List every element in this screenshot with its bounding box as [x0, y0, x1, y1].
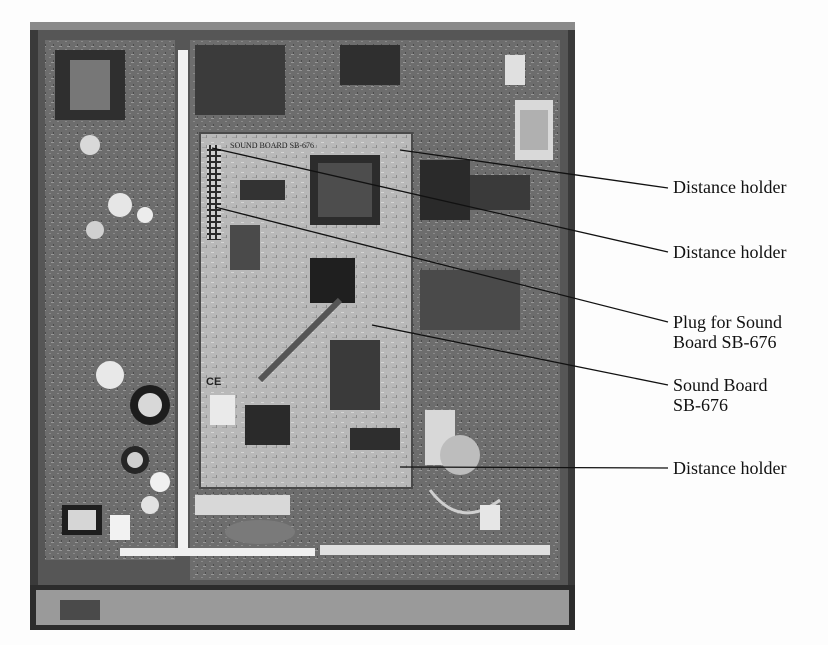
- ce-mark: CE: [206, 376, 221, 388]
- power-supply-board: [45, 40, 175, 560]
- leader-line-plug: [214, 206, 669, 323]
- shield-divider: [178, 50, 188, 550]
- callout-distance-holder-middle: Distance holder: [673, 242, 787, 262]
- callout-distance-holder-top: Distance holder: [673, 177, 787, 197]
- callout-sound-board-line-2: SB-676: [673, 395, 729, 415]
- leader-lines: [211, 147, 669, 469]
- leader-line-distance-holder-bottom: [399, 466, 669, 469]
- callout-distance-holder-bottom: Distance holder: [673, 458, 787, 478]
- leader-line-distance-holder-top: [399, 149, 669, 189]
- sound-board-sb-676: SOUND BOARD SB-676 CE: [199, 132, 413, 489]
- leader-line-sound-board: [371, 324, 669, 386]
- leader-line-distance-holder-middle: [211, 147, 669, 253]
- callout-plug-line-1: Plug for Sound: [673, 312, 783, 332]
- board-silkscreen-label: SOUND BOARD SB-676: [230, 141, 314, 150]
- callout-plug-line-2: Board SB-676: [673, 332, 777, 352]
- callout-sound-board-line-1: Sound Board: [673, 375, 768, 395]
